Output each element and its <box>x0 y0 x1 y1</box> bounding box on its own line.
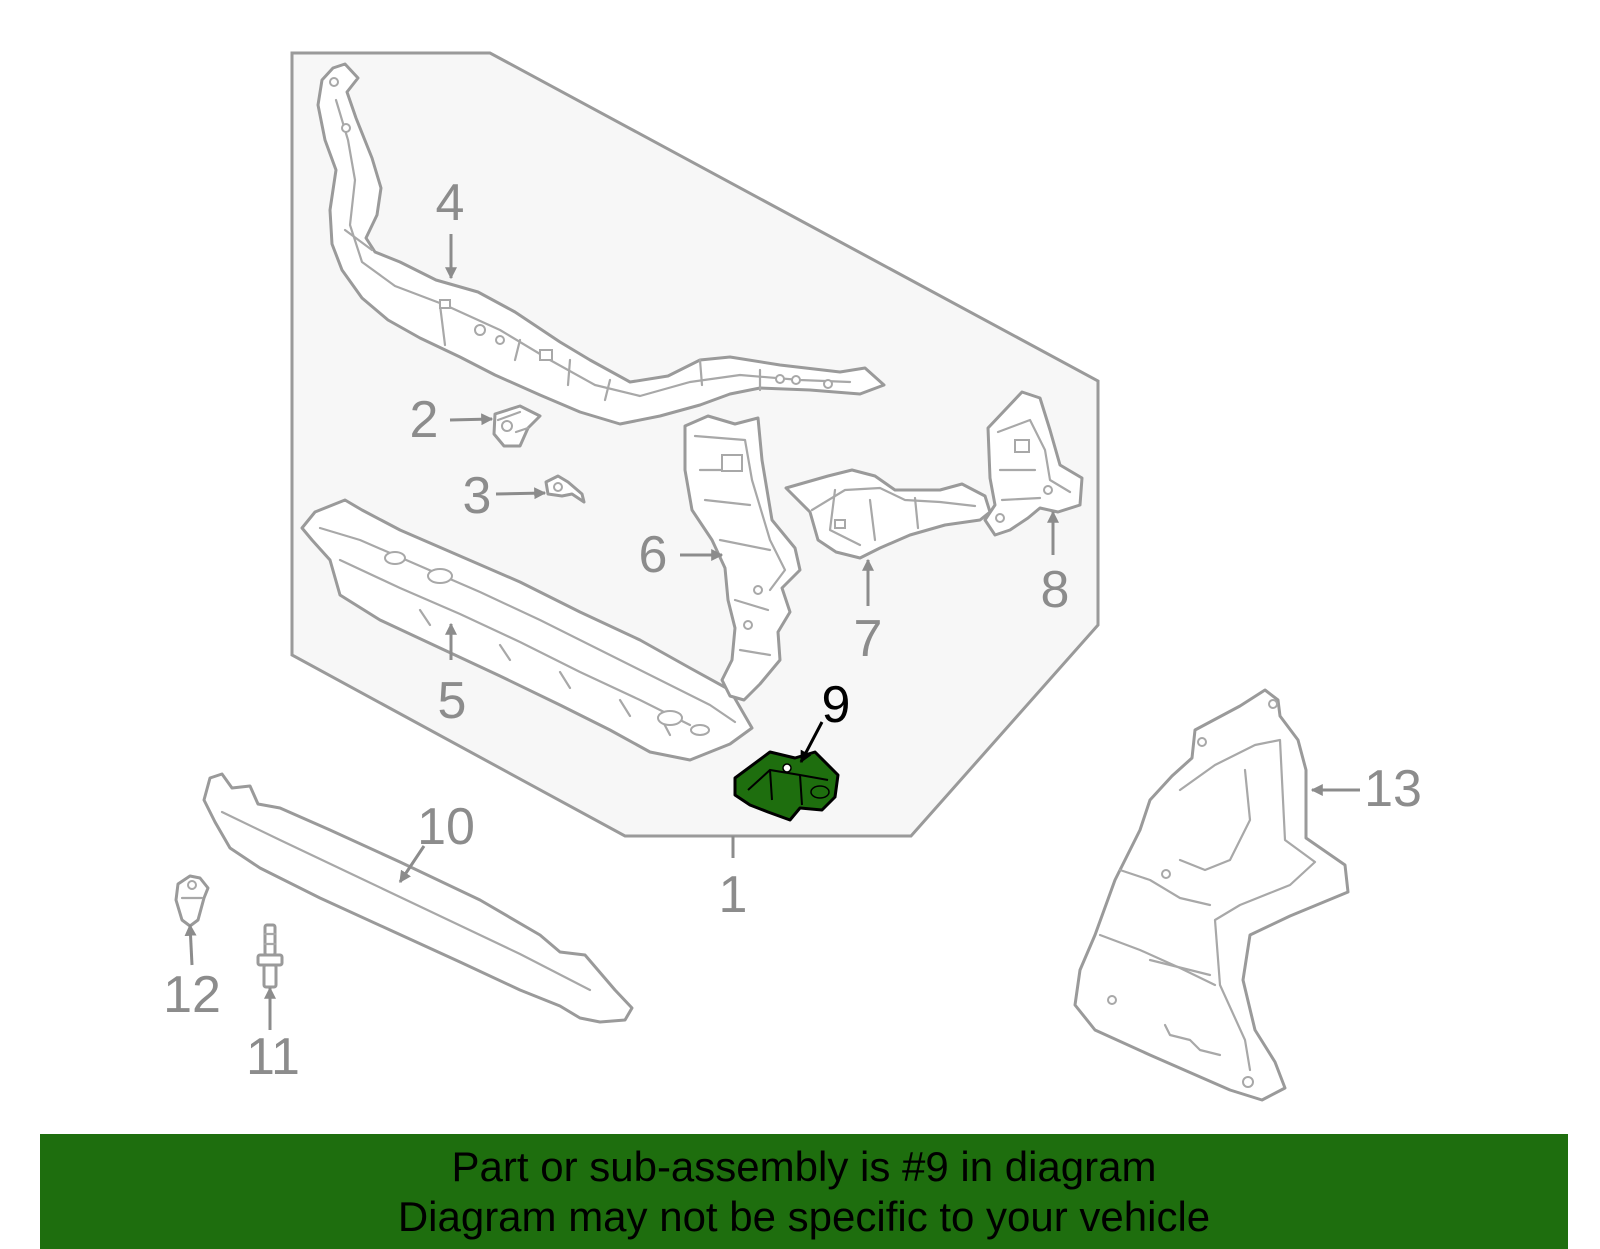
callout-9: 9 <box>822 676 851 734</box>
part-11-bolt[interactable] <box>256 923 284 989</box>
callout-2: 2 <box>410 391 439 449</box>
info-banner: Part or sub-assembly is #9 in diagram Di… <box>40 1134 1568 1249</box>
callout-11: 11 <box>246 1028 300 1086</box>
callout-3: 3 <box>463 467 492 525</box>
part-7-headlamp-support[interactable] <box>784 468 992 560</box>
part-12-push-clip[interactable] <box>174 874 210 928</box>
leader-line-12 <box>184 923 197 966</box>
banner-line-disclaimer: Diagram may not be specific to your vehi… <box>397 1192 1211 1240</box>
part-13-splash-shield[interactable] <box>1073 688 1350 1102</box>
part-2-bracket[interactable] <box>492 404 542 448</box>
part-5-lower-tie-bar[interactable] <box>300 498 754 762</box>
callout-12: 12 <box>163 966 221 1024</box>
callout-13: 13 <box>1364 760 1422 818</box>
part-3-clip[interactable] <box>544 474 586 504</box>
callout-10: 10 <box>417 798 475 856</box>
part-4-upper-support[interactable] <box>316 62 886 426</box>
banner-line-part-number: Part or sub-assembly is #9 in diagram <box>451 1142 1157 1190</box>
callout-8: 8 <box>1041 561 1070 619</box>
leader-line-10 <box>398 845 426 883</box>
leader-line-2 <box>449 413 494 426</box>
part-6-side-support[interactable] <box>683 414 802 702</box>
callout-4: 4 <box>436 174 465 232</box>
part-9-highlighted-bracket[interactable] <box>733 750 840 822</box>
leader-line-3 <box>495 487 547 500</box>
part-8-side-bracket[interactable] <box>983 390 1084 537</box>
part-10-deflector-strip[interactable] <box>202 772 634 1024</box>
callout-7: 7 <box>854 610 883 668</box>
leader-line-9 <box>799 721 824 764</box>
callout-1: 1 <box>719 866 748 924</box>
callout-5: 5 <box>438 672 467 730</box>
callout-6: 6 <box>639 526 668 584</box>
